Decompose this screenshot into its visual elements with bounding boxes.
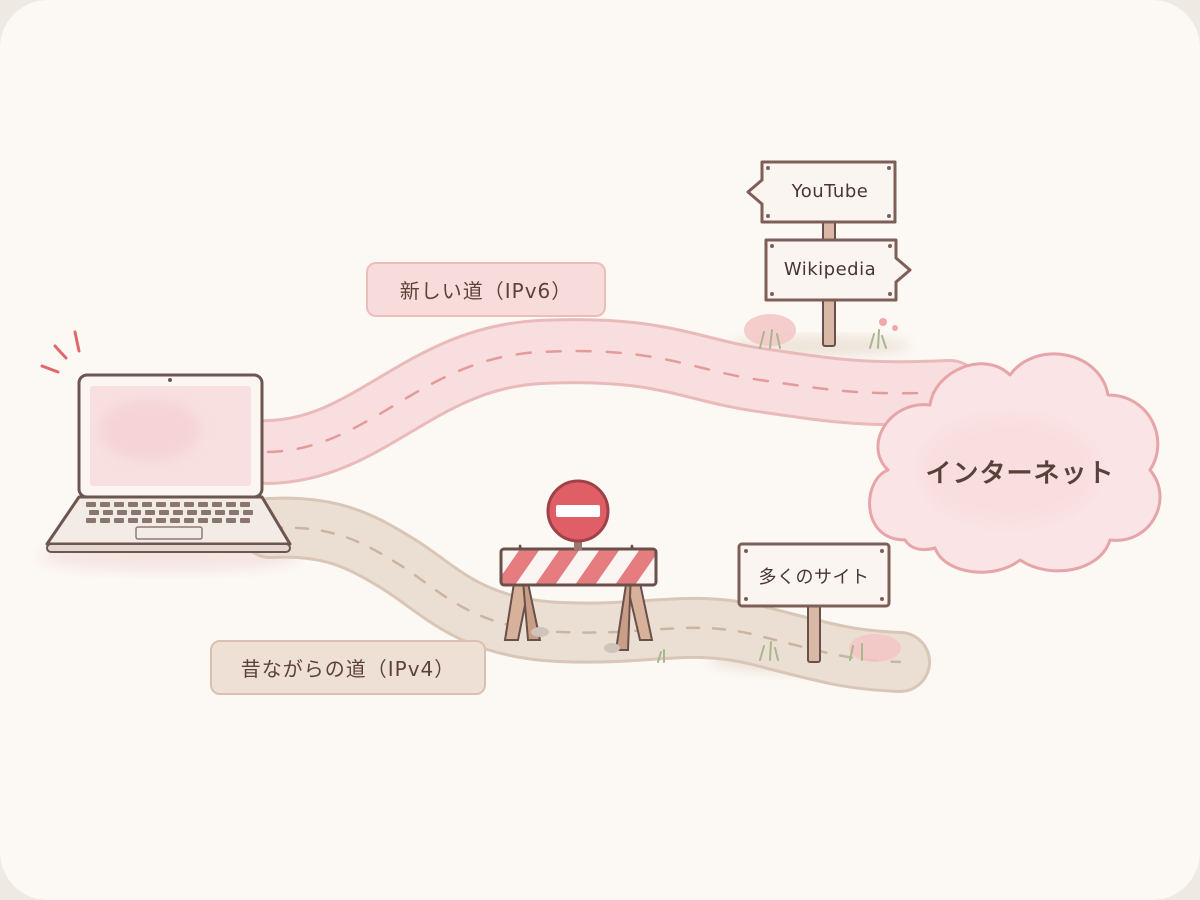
keyboard-key bbox=[86, 518, 96, 523]
signpost-icon bbox=[744, 160, 912, 349]
keyboard-key bbox=[100, 518, 110, 523]
wikipedia-sign-board bbox=[764, 238, 912, 302]
sparkle-icon bbox=[40, 330, 81, 374]
keyboard-key bbox=[114, 518, 124, 523]
keyboard-key bbox=[117, 510, 127, 515]
no-entry-icon bbox=[546, 479, 610, 543]
many-sites-sign-board bbox=[737, 542, 891, 608]
internet-cloud-label: インターネット bbox=[925, 458, 1115, 489]
laptop-icon bbox=[45, 373, 292, 553]
keyboard-key bbox=[170, 502, 180, 507]
keyboard-key bbox=[184, 502, 194, 507]
keyboard-key bbox=[170, 518, 180, 523]
keyboard-key bbox=[156, 502, 166, 507]
keyboard-key bbox=[86, 502, 96, 507]
ipv4-road-label: 昔ながらの道（IPv4） bbox=[210, 640, 486, 695]
youtube-sign-board bbox=[746, 160, 897, 224]
barrier-icon bbox=[499, 532, 658, 653]
cloud-icon bbox=[868, 352, 1162, 574]
keyboard-key bbox=[240, 518, 250, 523]
youtube-sign-label: YouTube bbox=[791, 180, 869, 202]
keyboard-key bbox=[89, 510, 99, 515]
keyboard-key bbox=[156, 518, 166, 523]
ipv6-road bbox=[235, 318, 983, 485]
keyboard-key bbox=[198, 502, 208, 507]
wikipedia-sign-label: Wikipedia bbox=[783, 258, 877, 280]
keyboard-key bbox=[142, 518, 152, 523]
keyboard-key bbox=[128, 502, 138, 507]
keyboard-key bbox=[184, 518, 194, 523]
keyboard-key bbox=[243, 510, 253, 515]
ipv6-road-label: 新しい道（IPv6） bbox=[366, 262, 606, 317]
keyboard-key bbox=[159, 510, 169, 515]
keyboard-key bbox=[103, 510, 113, 515]
keyboard-key bbox=[142, 502, 152, 507]
ipv4-road bbox=[239, 496, 931, 693]
keyboard-key bbox=[128, 518, 138, 523]
keyboard-key bbox=[240, 502, 250, 507]
keyboard-key bbox=[212, 502, 222, 507]
keyboard-key bbox=[173, 510, 183, 515]
keyboard-key bbox=[215, 510, 225, 515]
keyboard-key bbox=[145, 510, 155, 515]
keyboard-key bbox=[187, 510, 197, 515]
keyboard-key bbox=[198, 518, 208, 523]
keyboard-key bbox=[226, 502, 236, 507]
keyboard-key bbox=[114, 502, 124, 507]
keyboard-key bbox=[201, 510, 211, 515]
keyboard-key bbox=[212, 518, 222, 523]
many-sites-sign-label: 多くのサイト bbox=[758, 567, 870, 588]
signpost-icon bbox=[657, 542, 901, 663]
keyboard-key bbox=[131, 510, 141, 515]
keyboard-key bbox=[100, 502, 110, 507]
keyboard-key bbox=[226, 518, 236, 523]
keyboard-key bbox=[229, 510, 239, 515]
